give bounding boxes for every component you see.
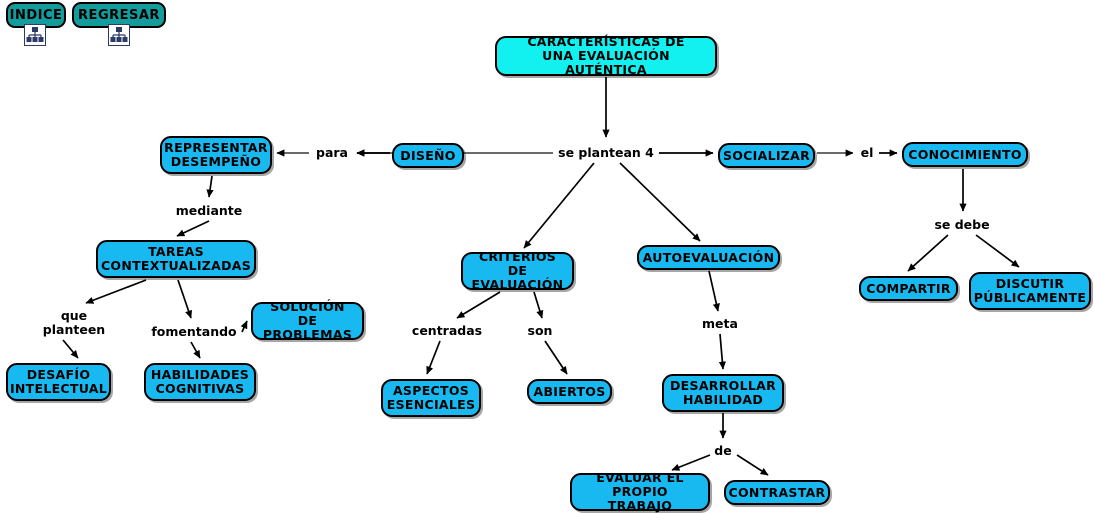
hierarchy-icon [24,24,46,46]
edge-representar-mediante [206,175,214,198]
node-aspectos-line1: ASPECTOS [392,383,470,398]
edge-se-debe-compartir [907,234,949,272]
edge-de-contrastar [736,454,769,476]
node-habilidades-line2: COGNITIVAS [155,381,245,396]
edge-tareas-que-planteen [85,279,147,304]
node-desarrollar-habilidad[interactable]: DESARROLLAR HABILIDAD [662,374,784,412]
node-criterios-line2: EVALUACIÓN [471,277,564,292]
hierarchy-icon [108,24,130,46]
edge-centradas-aspectos [426,340,441,375]
link-label-text: el [860,145,874,160]
node-contrastar[interactable]: CONTRASTAR [724,480,830,505]
link-label-se-plantean-4: se plantean 4 [556,145,656,161]
node-desafio-intelectual[interactable]: DESAFÍO INTELECTUAL [6,363,111,401]
node-evaluar-line2: PROPIO TRABAJO [607,484,673,513]
link-label-text: de [714,443,732,458]
edge-se-plantean-autoeval [619,162,701,242]
link-label-fomentando: fomentando [148,324,240,340]
node-compartir-label: COMPARTIR [866,280,951,296]
link-label-text: se plantean 4 [558,145,654,160]
link-label-mediante: mediante [172,203,246,219]
link-label-se-debe: se debe [932,217,992,233]
link-label-text: que planteen [42,308,106,337]
edge-se-plantean-criterios [523,162,595,249]
node-conocimiento-label: CONOCIMIENTO [908,146,1022,162]
indice-button[interactable]: INDICE [6,2,66,28]
node-evaluar-line1: EVALUAR EL [596,470,684,485]
node-desafio-line1: DESAFÍO [26,367,91,382]
edge-que-planteen-desafio [62,339,79,359]
edge-autoeval-meta [708,270,720,312]
edge-fomentando-solucion [240,320,248,333]
link-label-el: el [857,145,877,161]
node-conocimiento[interactable]: CONOCIMIENTO [902,142,1028,167]
node-autoevaluacion[interactable]: AUTOEVALUACIÓN [637,245,780,270]
node-tareas-line1: TAREAS [148,244,204,259]
edge-criterios-son [533,291,544,319]
node-desarrollar-line2: HABILIDAD [682,392,764,407]
node-habilidades-line1: HABILIDADES [150,367,250,382]
node-root-line2: UNA EVALUACIÓN AUTÉNTICA [542,48,670,77]
node-discutir-line2: PÚBLICAMENTE [973,290,1087,305]
link-label-son: son [524,323,556,339]
edge-fomentando-habilidades [190,341,201,359]
node-representar-line2: DESEMPEÑO [170,154,262,169]
node-socializar[interactable]: SOCIALIZAR [718,143,815,168]
node-aspectos-line2: ESENCIALES [386,397,476,412]
node-diseno[interactable]: DISEÑO [392,143,464,168]
link-label-que-planteen: que planteen [43,308,105,338]
node-abiertos[interactable]: ABIERTOS [527,379,612,404]
link-label-text: se debe [934,217,990,232]
link-label-de: de [712,443,734,459]
node-socializar-label: SOCIALIZAR [722,147,811,163]
node-criterios-line1: CRITERIOS DE [478,249,557,278]
node-representar-line1: REPRESENTAR [164,140,268,155]
link-label-text: centradas [411,323,483,338]
edge-tareas-fomentando [177,279,193,319]
node-desafio-line2: INTELECTUAL [9,381,108,396]
edge-mediante-tareas [176,220,210,237]
node-criterios-de-evaluacion[interactable]: CRITERIOS DE EVALUACIÓN [461,249,574,292]
node-tareas-line2: CONTEXTUALIZADAS [100,258,252,273]
node-root-line1: CARACTERÍSTICAS DE [527,34,685,49]
node-abiertos-label: ABIERTOS [533,383,606,399]
node-compartir[interactable]: COMPARTIR [859,276,958,301]
node-autoevaluacion-label: AUTOEVALUACIÓN [642,249,775,265]
node-discutir-publicamente[interactable]: DISCUTIR PÚBLICAMENTE [969,272,1091,310]
edge-meta-desarrollar [718,333,726,370]
node-solucion-de-problemas[interactable]: SOLUCIÓN DE PROBLEMAS [251,299,364,342]
link-label-text: para [316,145,348,160]
node-desarrollar-line1: DESARROLLAR [670,378,776,393]
node-solucion-line1: SOLUCIÓN DE [270,299,345,328]
node-tareas-contextualizadas[interactable]: TAREAS CONTEXTUALIZADAS [96,240,256,278]
indice-button-label: INDICE [9,7,63,23]
node-evaluar-el-propio-trabajo[interactable]: EVALUAR EL PROPIO TRABAJO [570,470,710,513]
node-root[interactable]: CARACTERÍSTICAS DE UNA EVALUACIÓN AUTÉNT… [495,34,717,77]
link-label-text: mediante [175,203,243,218]
link-label-text: meta [702,316,738,331]
edge-son-abiertos [544,340,568,375]
node-discutir-line1: DISCUTIR [995,276,1065,291]
edge-se-debe-discutir [975,234,1020,268]
node-contrastar-label: CONTRASTAR [728,484,826,500]
regresar-button-label: REGRESAR [78,7,160,23]
link-label-centradas: centradas [408,323,486,339]
node-aspectos-esenciales[interactable]: ASPECTOS ESENCIALES [381,379,481,417]
link-label-text: son [527,323,553,338]
node-representar-desempeno[interactable]: REPRESENTAR DESEMPEÑO [160,136,272,174]
edge-criterios-centradas [456,291,501,319]
node-habilidades-cognitivas[interactable]: HABILIDADES COGNITIVAS [144,363,256,401]
link-label-meta: meta [699,316,741,332]
node-diseno-label: DISEÑO [400,147,456,163]
link-label-para: para [311,145,353,161]
node-solucion-line2: PROBLEMAS [262,327,353,342]
edge-de-evaluar [671,454,711,471]
link-label-text: fomentando [151,324,237,339]
